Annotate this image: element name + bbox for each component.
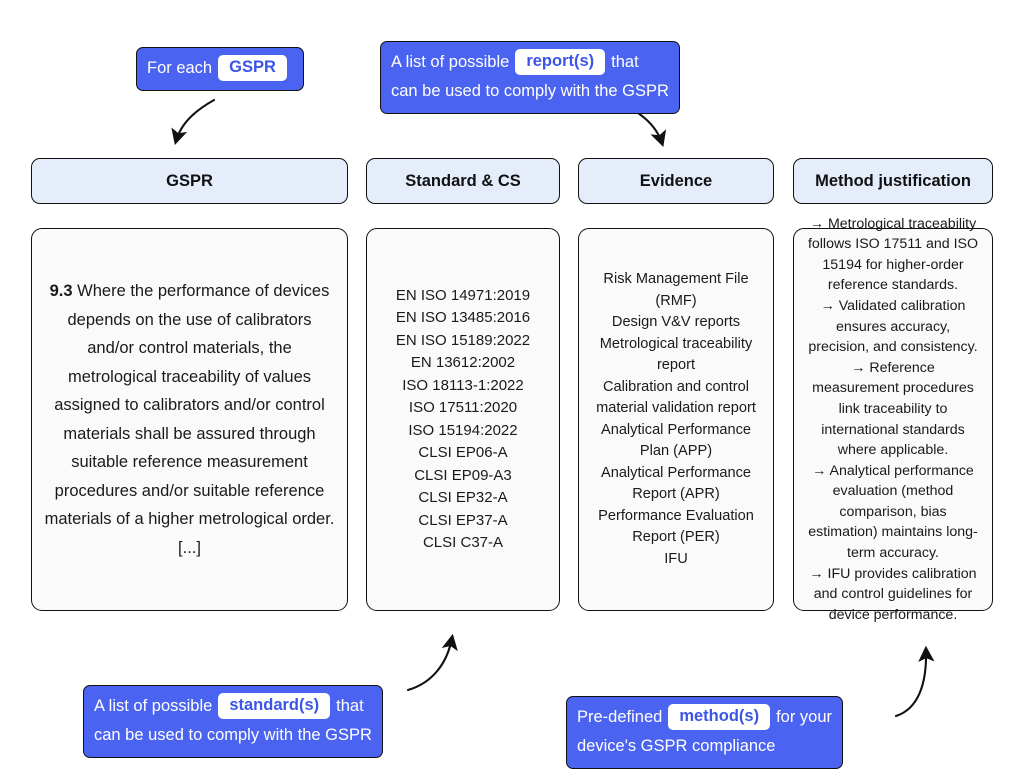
- list-item: EN 13612:2002: [410, 354, 516, 371]
- list-item: EN ISO 15189:2022: [395, 331, 531, 349]
- list-item: EN ISO 14971:2019: [395, 286, 531, 304]
- list-item: ISO 15194:2022: [408, 421, 518, 439]
- callout-chip-reports: report(s): [515, 49, 606, 75]
- column-header-label: Standard & CS: [405, 171, 521, 190]
- list-item: → IFU provides calibration and control g…: [809, 565, 977, 623]
- list-item: Analytical Performance Report (APR): [600, 464, 752, 503]
- list-item: CLSI EP37-A: [418, 511, 508, 529]
- column-header-method-justification: Method justification: [793, 158, 993, 204]
- list-item: Performance Evaluation Report (PER): [598, 507, 754, 546]
- list-item: Metrological traceability report: [599, 335, 753, 374]
- curved-arrow-up-right-icon: [406, 633, 458, 692]
- column-header-evidence: Evidence: [578, 158, 774, 204]
- callout-for-each-gspr: For each GSPR: [136, 47, 304, 91]
- callout-chip-gspr: GSPR: [218, 55, 287, 81]
- gspr-requirement-text: 9.3 Where the performance of devices dep…: [44, 277, 335, 562]
- list-item: Analytical Performance Plan (APP): [600, 421, 752, 460]
- card-method-justification: → Metrological traceability follows ISO …: [793, 216, 993, 623]
- callout-line-2: can be used to comply with the GSPR: [391, 82, 669, 100]
- callout-standard-list: A list of possible standard(s) that can be…: [83, 685, 383, 758]
- list-item: CLSI EP09-A3: [414, 466, 512, 484]
- list-item: ISO 18113-1:2022: [402, 376, 524, 394]
- list-item: Calibration and control material validat…: [596, 378, 756, 417]
- callout-line-1: For each GSPR: [147, 54, 293, 83]
- card-evidence-list: Risk Management File (RMF) Design V&V rep…: [578, 228, 774, 611]
- callout-suffix: that: [611, 53, 639, 71]
- curved-arrow-down-left-icon: [171, 98, 216, 146]
- list-item: → Metrological traceability follows ISO …: [807, 215, 979, 294]
- list-item: → Analytical performance evaluation (met…: [808, 462, 978, 562]
- column-header-label: Method justification: [815, 171, 971, 190]
- callout-line-2: device's GSPR compliance: [577, 737, 776, 755]
- list-item: CLSI EP06-A: [418, 444, 508, 461]
- callout-prefix: A list of possible: [391, 53, 510, 71]
- callout-line-1: A list of possible standard(s) that: [94, 692, 372, 721]
- callout-report-list: A list of possible report(s) that can be u…: [380, 41, 680, 114]
- list-item: → Reference measurement procedures link …: [812, 359, 974, 459]
- curved-arrow-up-right-icon: [894, 645, 935, 718]
- callout-line-2: can be used to comply with the GSPR: [94, 726, 372, 744]
- list-item: IFU: [664, 550, 688, 567]
- callout-line-1: Pre-defined method(s) for your: [577, 703, 832, 732]
- method-justification-list: → Metrological traceability follows ISO …: [806, 214, 980, 626]
- callout-suffix: for your: [776, 708, 832, 726]
- callout-prefix: A list of possible: [94, 697, 213, 715]
- column-header-gspr: GSPR: [31, 158, 348, 204]
- card-gspr-requirement: 9.3 Where the performance of devices dep…: [31, 228, 348, 611]
- card-standard-list: EN ISO 14971:2019 EN ISO 13485:2016 EN ISO…: [366, 228, 560, 611]
- list-item: ISO 17511:2020: [408, 399, 518, 416]
- column-header-label: Evidence: [639, 171, 713, 190]
- list-item: EN ISO 13485:2016: [395, 309, 531, 326]
- standard-list: EN ISO 14971:2019 EN ISO 13485:2016 EN ISO…: [379, 285, 547, 555]
- callout-prefix: For each: [147, 59, 213, 77]
- evidence-list: Risk Management File (RMF) Design V&V rep…: [591, 269, 761, 570]
- list-item: CLSI EP32-A: [418, 489, 508, 506]
- callout-chip-methods: method(s): [668, 704, 771, 730]
- gspr-clause-number: 9.3: [49, 282, 73, 300]
- callout-suffix: that: [336, 697, 364, 715]
- callout-line-1: A list of possible report(s) that: [391, 48, 669, 77]
- column-header-standard-cs: Standard & CS: [366, 158, 560, 204]
- list-item: Risk Management File (RMF): [603, 271, 749, 309]
- gspr-requirement-body: Where the performance of devices depends…: [44, 282, 335, 557]
- list-item: CLSI C37-A: [422, 534, 504, 551]
- callout-prefix: Pre-defined: [577, 708, 663, 726]
- list-item: Design V&V reports: [611, 314, 741, 330]
- column-header-label: GSPR: [166, 171, 213, 190]
- callout-chip-standards: standard(s): [218, 693, 331, 719]
- list-item: → Validated calibration ensures accuracy…: [808, 297, 978, 356]
- callout-method-list: Pre-defined method(s) for your device's GS…: [566, 696, 843, 769]
